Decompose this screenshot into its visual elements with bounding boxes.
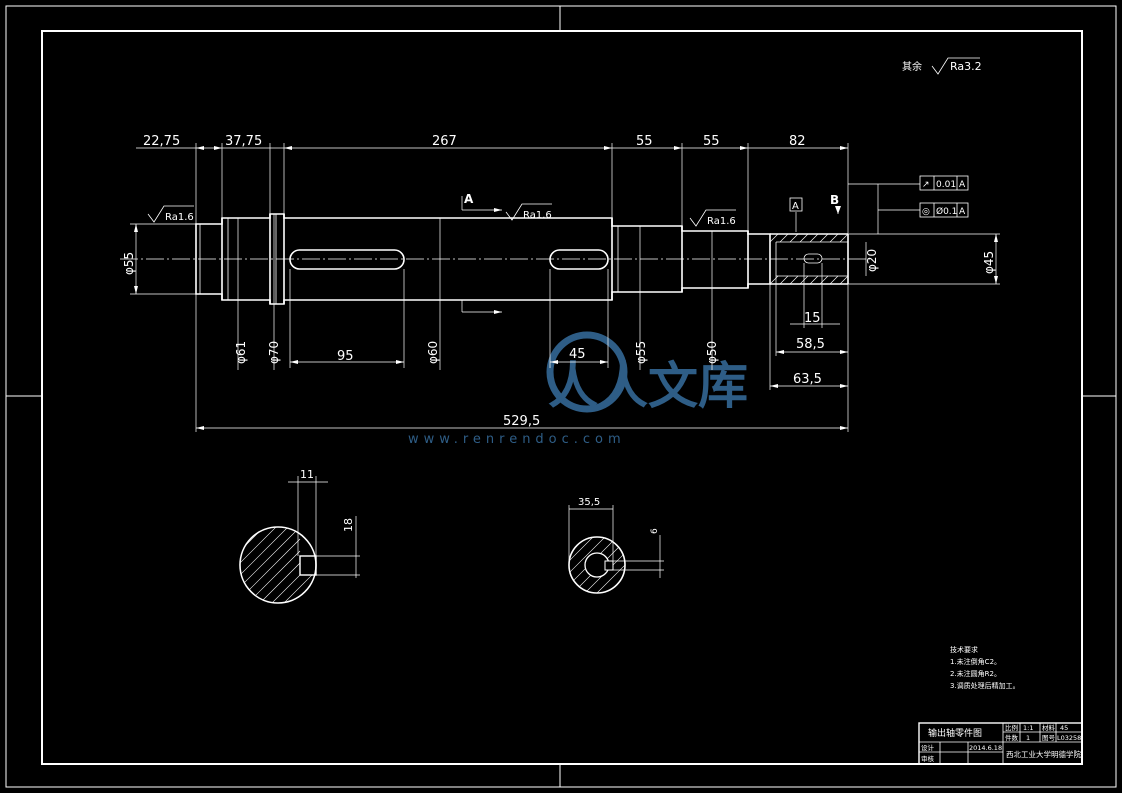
tb-drawing-no: L03258: [1057, 734, 1081, 742]
dim-58-5: 58,5: [796, 337, 825, 352]
notes-item-3: 3.调质处理后精加工。: [950, 681, 1020, 690]
dia-61: φ61: [234, 341, 248, 364]
arrowheads: [134, 146, 998, 430]
watermark-text: 人人文库: [548, 357, 748, 415]
tolerance-frames: [919, 175, 969, 218]
dimension-lines: [130, 143, 1000, 432]
roughness-general-prefix: 其余: [902, 60, 922, 73]
dia-60: φ60: [426, 341, 440, 364]
dim-95: 95: [337, 349, 354, 364]
dia-55b: φ55: [634, 341, 648, 364]
sec-b-6: 6: [650, 528, 660, 534]
tb-reviewer-label: 审核: [921, 754, 935, 763]
dim-15: 15: [804, 311, 821, 326]
tb-qty-label: 件数: [1005, 733, 1019, 742]
title-block: [918, 722, 1083, 765]
dia-70: φ70: [267, 341, 281, 364]
section-hatch: [769, 233, 849, 285]
sec-a-11: 11: [300, 468, 314, 481]
section-mark-b: B: [830, 193, 839, 207]
tb-designer-label: 设计: [921, 743, 935, 752]
tb-qty: 1: [1026, 734, 1030, 742]
roughness-r3: Ra1.6: [707, 216, 736, 227]
roughness-r1: Ra1.6: [165, 212, 194, 223]
dim-82: 82: [789, 134, 806, 149]
section-mark-a: A: [464, 192, 474, 206]
notes-item-2: 2.未注圆角R2。: [950, 669, 1001, 678]
drawing-frame: [5, 5, 1117, 788]
coaxial-symbol: ◎: [922, 207, 930, 217]
dim-45: 45: [569, 347, 586, 362]
watermark-url: www.renrendoc.com: [408, 432, 626, 447]
notes-item-1: 1.未注倒角C2。: [950, 657, 1001, 666]
technical-notes: 技术要求 1.未注倒角C2。 2.未注圆角R2。 3.调质处理后精加工。: [950, 645, 1020, 690]
section-view-b: 35,5 6: [568, 497, 664, 594]
dia-50: φ50: [705, 341, 719, 364]
dim-267: 267: [432, 134, 457, 149]
coaxial-datum: A: [959, 207, 966, 217]
roughness-general: Ra3.2: [950, 60, 982, 73]
dim-63-5: 63,5: [793, 372, 822, 387]
shaft-outline: [195, 213, 849, 305]
runout-symbol: ↗: [922, 180, 930, 190]
tb-school: 西北工业大学明德学院: [1006, 749, 1081, 759]
runout-value: 0.01: [936, 180, 956, 190]
dim-37-75: 37,75: [225, 134, 262, 149]
dim-55b: 55: [703, 134, 720, 149]
tb-date: 2014.6.18: [969, 744, 1002, 752]
dim-529-5: 529,5: [503, 414, 540, 429]
datum-letter: A: [792, 201, 799, 212]
section-view-a: 11 18: [239, 468, 360, 604]
dia-55: φ55: [122, 252, 136, 275]
tb-scale-label: 比例: [1005, 723, 1018, 732]
sec-a-18: 18: [342, 518, 355, 532]
dim-55a: 55: [636, 134, 653, 149]
tb-drawing-no-label: 图号: [1042, 734, 1056, 742]
sec-b-35-5: 35,5: [578, 497, 600, 508]
tb-name: 输出轴零件图: [928, 727, 982, 739]
dia-20: φ20: [865, 249, 879, 272]
tb-material: 45: [1060, 724, 1068, 732]
tb-material-label: 材料: [1042, 723, 1056, 732]
watermark: 人人文库 www.renrendoc.com: [408, 331, 748, 447]
datum-box: [789, 197, 803, 212]
coaxial-value: Ø0.1: [936, 206, 957, 217]
dim-22-75: 22,75: [143, 134, 180, 149]
roughness-r2: Ra1.6: [523, 210, 552, 221]
runout-datum: A: [959, 180, 966, 190]
dia-45: φ45: [982, 251, 996, 274]
notes-title: 技术要求: [950, 645, 978, 654]
tb-scale: 1:1: [1023, 724, 1033, 732]
roughness-symbols: [147, 57, 980, 227]
